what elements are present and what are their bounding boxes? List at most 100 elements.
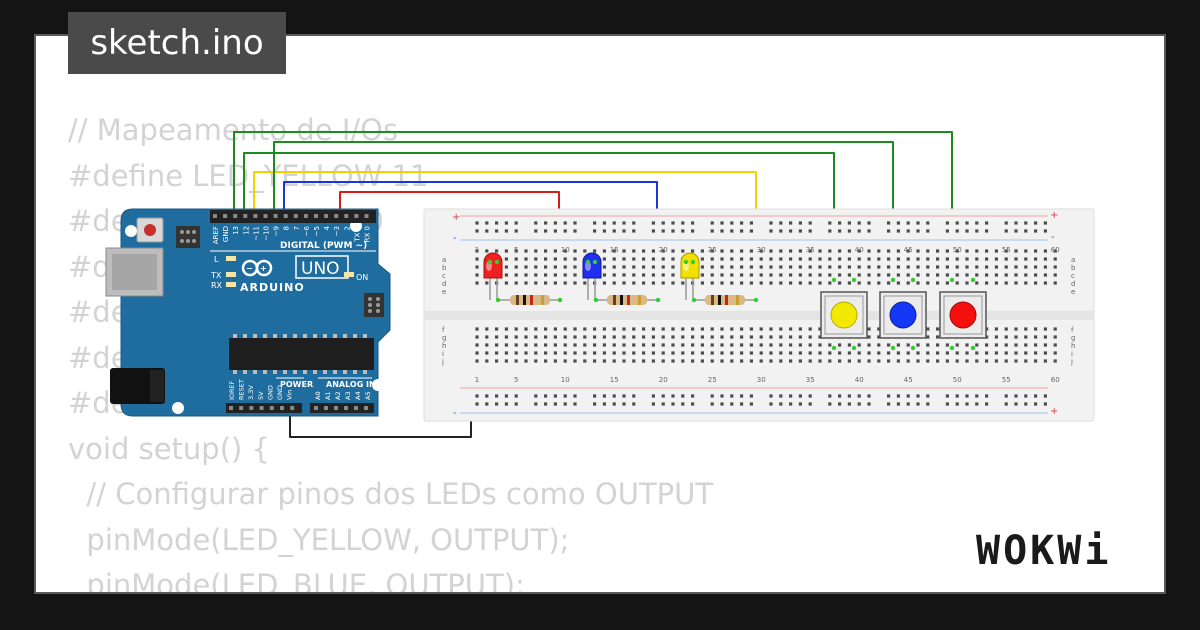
reset-button[interactable] [144, 224, 156, 236]
digital-pin[interactable] [303, 214, 308, 218]
breadboard-hole [936, 257, 940, 261]
breadboard-hole [632, 249, 636, 253]
analog-pin[interactable] [364, 406, 368, 410]
breadboard-hole [1024, 265, 1028, 269]
power-pin[interactable] [290, 406, 295, 410]
rail-hole [906, 221, 910, 225]
digital-pin[interactable] [334, 214, 339, 218]
resistor-1[interactable] [498, 295, 560, 305]
digital-pin[interactable] [364, 214, 369, 218]
digital-pin[interactable] [273, 214, 278, 218]
digital-pin[interactable] [324, 214, 329, 218]
rail-hole [602, 394, 606, 398]
rail-hole [563, 402, 567, 406]
breadboard-hole [808, 335, 812, 339]
breadboard-hole [749, 249, 753, 253]
breadboard-hole [671, 257, 675, 261]
led-yellow[interactable] [680, 252, 700, 300]
analog-pin[interactable] [334, 406, 338, 410]
breadboard-hole [593, 351, 597, 355]
connection-dot [949, 345, 955, 351]
breadboard-hole [828, 265, 832, 269]
connection-dot [910, 277, 916, 283]
rail-hole [808, 394, 812, 398]
breadboard-hole [730, 359, 734, 363]
breadboard-hole [769, 359, 773, 363]
row-label-right: i [1071, 350, 1073, 358]
pushbutton-red[interactable] [939, 291, 987, 339]
analog-pin[interactable] [344, 406, 348, 410]
digital-pin[interactable] [293, 214, 298, 218]
pushbutton-blue[interactable] [879, 291, 927, 339]
rail-hole [808, 229, 812, 233]
rail-hole [681, 394, 685, 398]
breadboard[interactable]: + + - - - + 1155101015152020252530303535… [423, 208, 1095, 422]
wire-pin12-button-yellow[interactable] [243, 152, 835, 262]
rail-hole [681, 229, 685, 233]
rail-hole [1043, 221, 1047, 225]
breadboard-hole [838, 343, 842, 347]
power-pin[interactable] [259, 406, 264, 410]
breadboard-hole [789, 335, 793, 339]
chip-pin [293, 334, 297, 338]
pushbutton-yellow-cap[interactable] [830, 301, 858, 329]
breadboard-hole [485, 343, 489, 347]
digital-pin[interactable] [213, 214, 217, 218]
power-header[interactable] [226, 403, 302, 413]
breadboard-hole [926, 257, 930, 261]
digital-header[interactable] [210, 210, 376, 223]
breadboard-hole [828, 273, 832, 277]
power-pin[interactable] [229, 406, 233, 410]
wire-pin13-button-red[interactable] [233, 131, 953, 262]
analog-header[interactable] [310, 403, 374, 413]
digital-pin[interactable] [283, 214, 288, 218]
analog-pin[interactable] [314, 406, 318, 410]
pushbutton-red-cap[interactable] [949, 301, 977, 329]
pushbutton-blue-cap[interactable] [889, 301, 917, 329]
breadboard-hole [926, 327, 930, 331]
led-blue[interactable] [582, 252, 602, 300]
power-pin[interactable] [249, 406, 254, 410]
power-pin[interactable] [269, 406, 274, 410]
breadboard-hole [710, 327, 714, 331]
power-pin[interactable] [239, 406, 244, 410]
breadboard-hole [955, 359, 959, 363]
digital-pin[interactable] [263, 214, 268, 218]
breadboard-hole [926, 335, 930, 339]
file-tab-title[interactable]: sketch.ino [68, 12, 286, 74]
digital-pin[interactable] [223, 214, 228, 218]
breadboard-hole [887, 281, 891, 285]
connection-dot [949, 277, 955, 283]
power-pin[interactable] [280, 406, 284, 410]
breadboard-hole [945, 281, 949, 285]
breadboard-hole [573, 265, 577, 269]
breadboard-hole [769, 281, 773, 285]
breadboard-hole [700, 359, 704, 363]
power-header-label: POWER [280, 380, 313, 389]
breadboard-hole [936, 359, 940, 363]
wire-pin8-button-blue[interactable] [273, 141, 894, 262]
breadboard-hole [945, 351, 949, 355]
resistor-2[interactable] [596, 295, 658, 305]
digital-pin[interactable] [314, 214, 318, 218]
code-line: pinMode(LED_BLUE, OUTPUT); [68, 568, 525, 594]
digital-pin[interactable] [243, 214, 248, 218]
rail-hole [965, 394, 969, 398]
breadboard-hole [612, 343, 616, 347]
digital-pin[interactable] [233, 214, 238, 218]
rail-hole [1004, 229, 1008, 233]
rail-hole [779, 229, 783, 233]
pushbutton-yellow[interactable] [820, 291, 868, 339]
analog-pin[interactable] [324, 406, 328, 410]
column-number-bottom: 15 [610, 376, 619, 384]
analog-pin[interactable] [354, 406, 358, 410]
digital-pin[interactable] [253, 214, 258, 218]
breadboard-hole [916, 273, 920, 277]
digital-pin[interactable] [354, 214, 359, 218]
led-red[interactable] [483, 252, 503, 300]
breadboard-hole [495, 351, 499, 355]
led-l-label: L [214, 255, 219, 264]
digital-pin[interactable] [344, 214, 349, 218]
resistor-3[interactable] [694, 295, 756, 305]
